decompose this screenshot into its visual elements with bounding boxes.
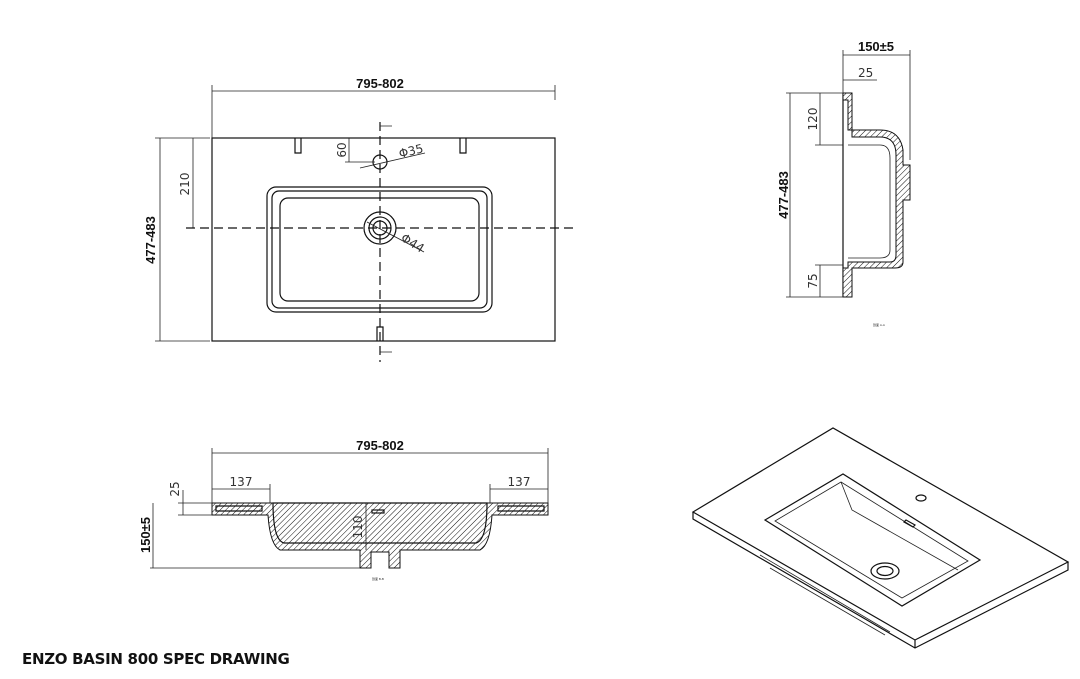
side-section-label: 剖面 A-A [873,322,885,327]
center-offset-dim: 210 [178,173,192,196]
front-section: 110 795-802 137 137 25 150±5 剖面 B-B [138,438,549,581]
tap-offset-dim: 60 [335,142,349,157]
fixing-slot [376,326,384,341]
front-height-dim: 150±5 [138,517,153,553]
front-section-hatch [211,502,549,569]
isometric-view [691,427,1070,649]
drawing-title: ENZO BASIN 800 SPEC DRAWING [22,650,290,668]
side-view: 150±5 25 477-483 120 75 剖面 A-A [776,39,911,327]
side-front-dim: 75 [806,273,820,288]
drain-icon [363,211,397,245]
bowl-cavity [272,502,488,544]
side-depth-dim: 477-483 [776,171,791,219]
top-depth-dim: 477-483 [143,216,158,264]
front-width-dim: 795-802 [356,438,404,453]
side-flange-dim: 25 [858,66,873,80]
side-section-hatch [842,92,911,298]
basin-inner [279,197,480,302]
side-height-dim: 150±5 [858,39,894,54]
top-view: 795-802 477-483 210 Φ44 Φ35 60 [143,76,578,362]
drain-dim: Φ44 [398,231,426,256]
iso-overflow-icon [903,519,916,528]
fixing-slot [294,138,302,154]
tap-hole-dim: Φ35 [397,141,424,161]
left-rim-dim: 137 [230,475,253,489]
bowl-depth-dim: 110 [351,516,365,539]
iso-drain-icon [870,562,900,580]
fixing-slot [459,138,467,154]
front-section-label: 剖面 B-B [372,576,384,581]
thickness-dim: 25 [168,481,182,496]
iso-countertop [691,427,1070,641]
right-rim-dim: 137 [508,475,531,489]
side-back-dim: 120 [806,108,820,131]
iso-tap-hole-icon [915,494,927,502]
iso-basin [763,473,982,607]
basin-outer [266,186,493,313]
top-width-dim: 795-802 [356,76,404,91]
